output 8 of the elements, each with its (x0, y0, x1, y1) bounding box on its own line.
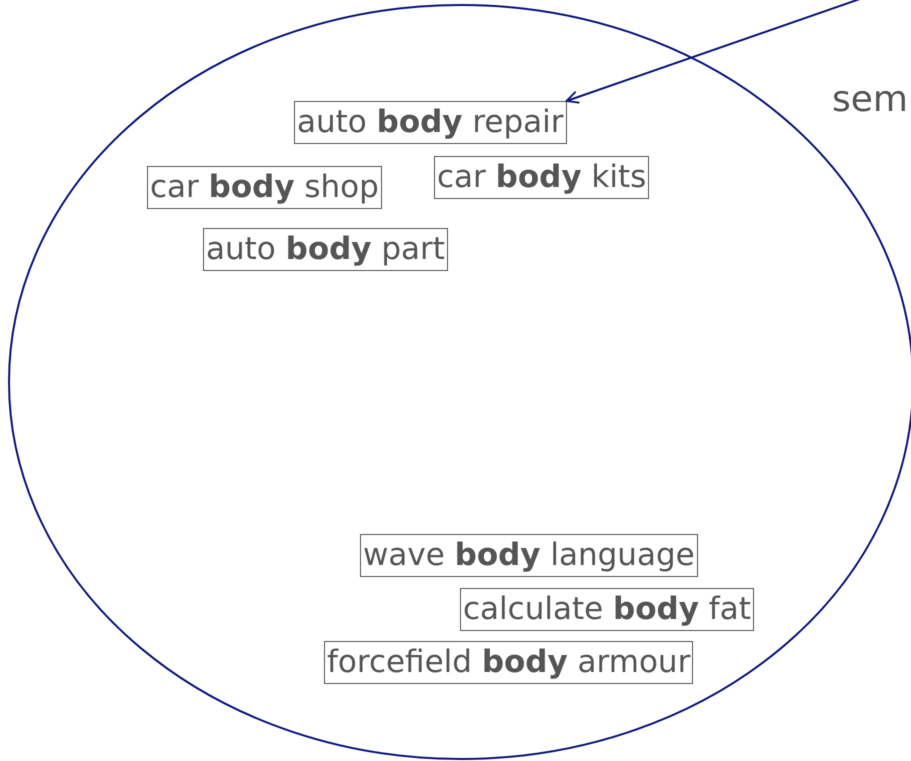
partial-text: sem (832, 78, 908, 122)
term-box: auto body part (203, 228, 448, 271)
term-box: auto body repair (294, 101, 567, 144)
term-box: calculate body fat (460, 588, 754, 631)
term-box: forcefield body armour (324, 641, 694, 684)
term-box: car body kits (434, 156, 650, 199)
term-box: car body shop (147, 166, 382, 209)
term-box: wave body language (360, 534, 698, 577)
